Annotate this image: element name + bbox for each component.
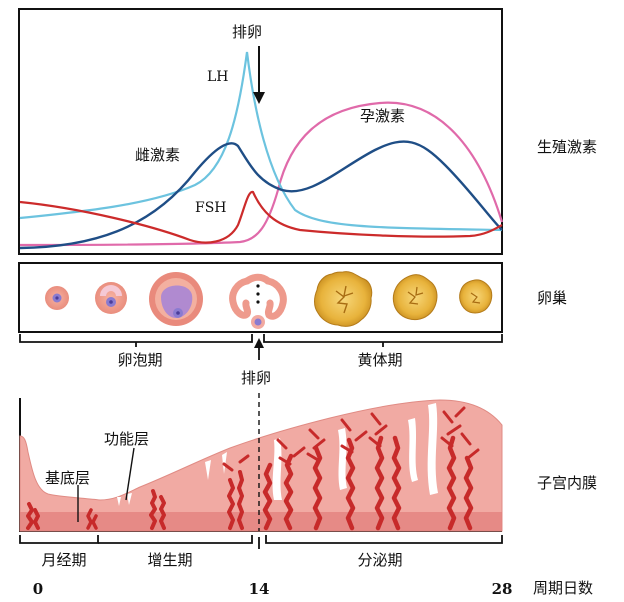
corpus-luteum-large [315, 272, 372, 327]
secretory-phase-brace [259, 535, 502, 549]
cycle-days-title: 周期日数 [533, 579, 593, 597]
hormone-row-title: 生殖激素 [537, 138, 597, 156]
corpus-luteum-small [460, 280, 492, 313]
ovulation-label-top: 排卵 [232, 23, 262, 41]
secretory-phase-label: 分泌期 [357, 551, 402, 569]
ovary-row-title: 卵巢 [537, 289, 567, 307]
lh-label: LH [207, 69, 229, 85]
endometrium-row-title: 子宫内膜 [537, 474, 597, 492]
follicular-phase-brace [20, 334, 252, 347]
follicular-phase-label: 卵泡期 [117, 351, 162, 369]
day-tick-28: 28 [492, 580, 513, 598]
day-tick-14: 14 [249, 580, 270, 598]
endometrium-panel: 功能层 基底层 [19, 393, 502, 531]
proliferative-phase-brace [98, 535, 252, 543]
fsh-label: FSH [195, 200, 227, 216]
primary-follicle [45, 286, 69, 310]
luteal-phase-brace [264, 334, 502, 347]
ovary-panel [19, 263, 502, 332]
ovulation-label-bottom: 排卵 [241, 369, 271, 387]
proliferative-phase-label: 增生期 [147, 551, 192, 569]
day-tick-0: 0 [33, 580, 43, 598]
basal-layer-label: 基底层 [45, 469, 90, 487]
secondary-follicle [95, 282, 127, 314]
menstrual-phase-brace [20, 535, 98, 543]
luteal-phase-label: 黄体期 [357, 351, 402, 369]
progesterone-label: 孕激素 [360, 107, 405, 125]
functional-layer-label: 功能层 [104, 430, 149, 448]
estrogen-label: 雌激素 [135, 146, 180, 164]
mature-follicle [149, 272, 203, 326]
hormone-panel: 排卵 LH 雌激素 FSH 孕激素 [19, 9, 502, 254]
menstrual-phase-label: 月经期 [41, 551, 86, 569]
